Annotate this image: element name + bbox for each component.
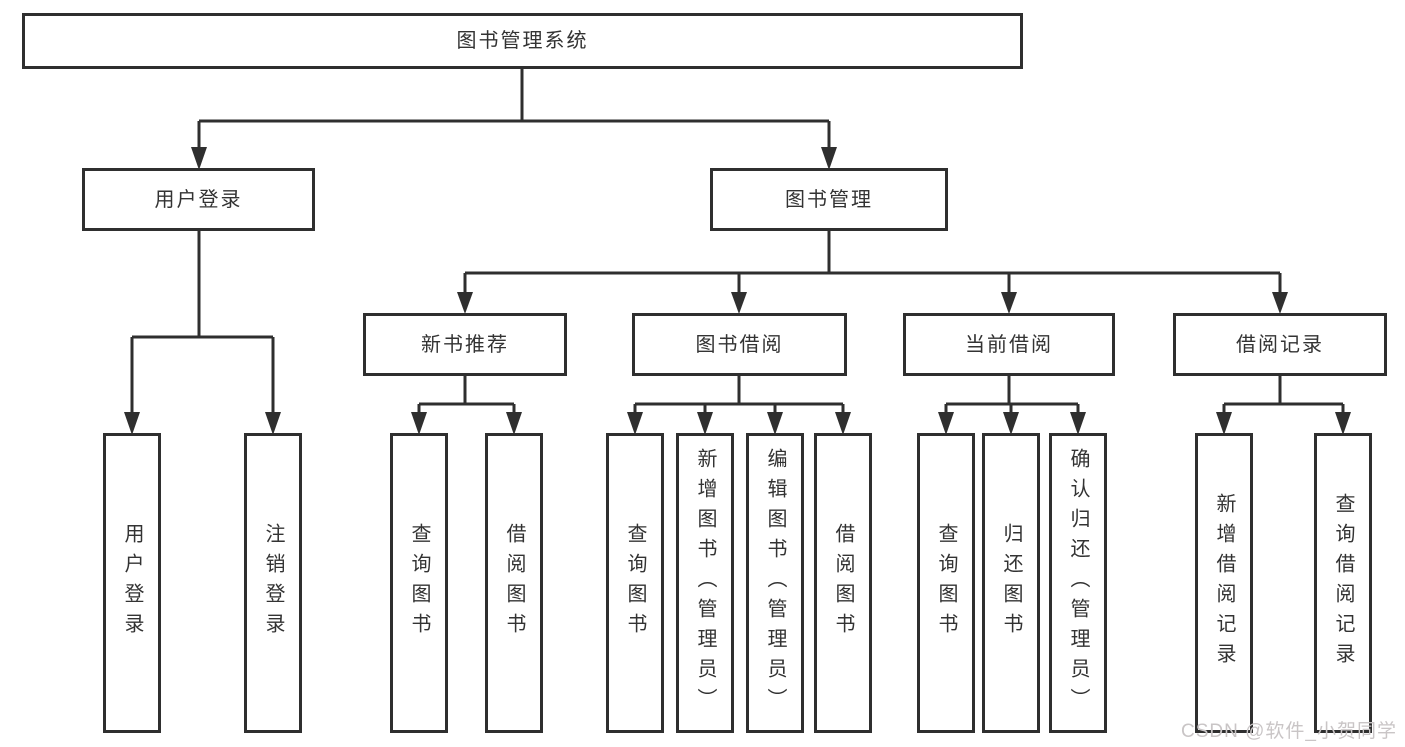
leaf-user-login: 用户登录 <box>103 433 161 733</box>
leaf-query-books-recommend: 查询图书 <box>390 433 448 733</box>
watermark: CSDN @软件_小贺同学 <box>1181 721 1397 742</box>
leaf-borrow-books-recommend: 借阅图书 <box>485 433 543 733</box>
leaf-add-borrow-record: 新增借阅记录 <box>1195 433 1253 733</box>
node-new-book-recommendation: 新书推荐 <box>363 313 567 376</box>
leaf-confirm-return-admin: 确认归还（管理员） <box>1049 433 1107 733</box>
leaf-query-books-borrowing: 查询图书 <box>606 433 664 733</box>
node-user-login: 用户登录 <box>82 168 315 231</box>
node-book-borrowing: 图书借阅 <box>632 313 847 376</box>
leaf-query-books-current: 查询图书 <box>917 433 975 733</box>
arrow-heads <box>124 147 1351 435</box>
leaf-add-books-admin: 新增图书（管理员） <box>676 433 734 733</box>
node-current-borrowing: 当前借阅 <box>903 313 1115 376</box>
leaf-return-books: 归还图书 <box>982 433 1040 733</box>
leaf-borrow-books-borrowing: 借阅图书 <box>814 433 872 733</box>
leaf-logout: 注销登录 <box>244 433 302 733</box>
node-borrowing-records: 借阅记录 <box>1173 313 1387 376</box>
leaf-edit-books-admin: 编辑图书（管理员） <box>746 433 804 733</box>
node-book-management: 图书管理 <box>710 168 948 231</box>
leaf-query-borrow-record: 查询借阅记录 <box>1314 433 1372 733</box>
node-root: 图书管理系统 <box>22 13 1023 69</box>
